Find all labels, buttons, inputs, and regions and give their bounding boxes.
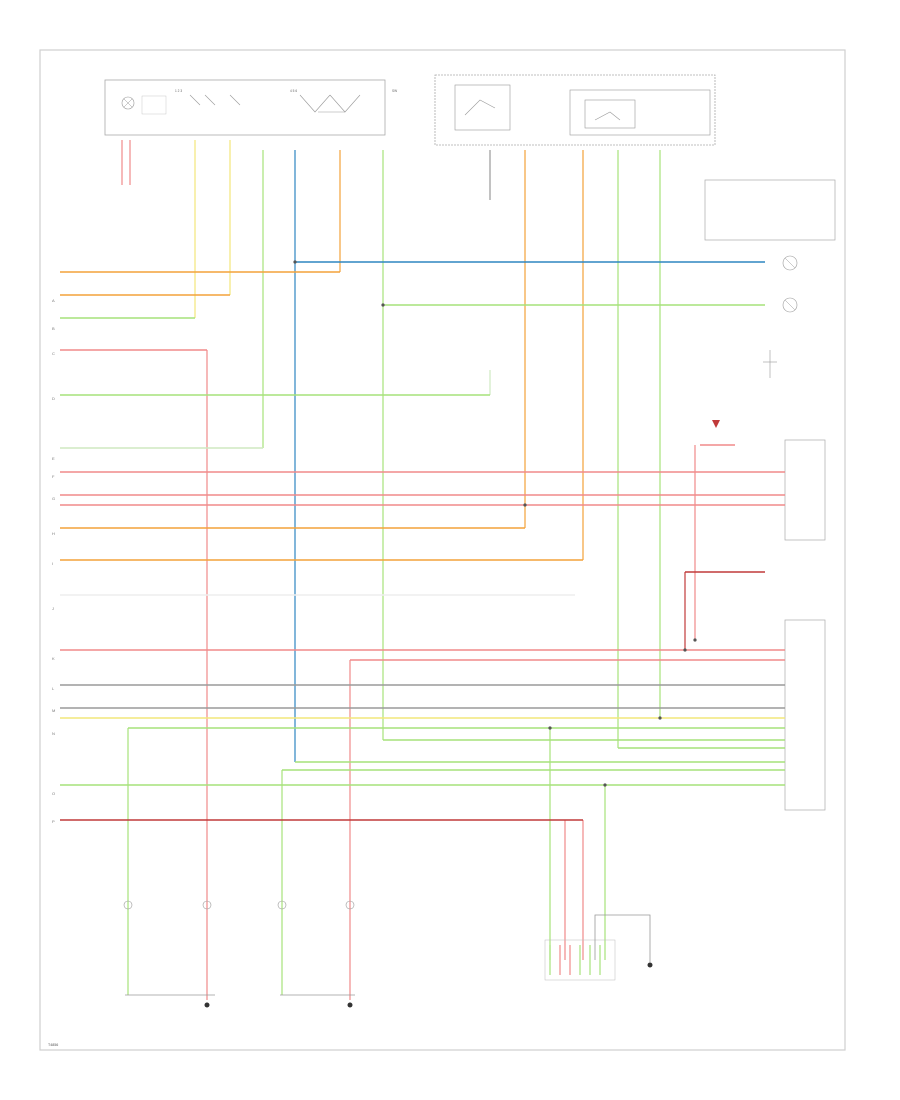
left-marker: K bbox=[52, 656, 55, 661]
right-switch-icon bbox=[763, 350, 777, 378]
left-marker: O bbox=[52, 791, 55, 796]
top-right-connector bbox=[704, 179, 836, 241]
right-lamp-icon-2 bbox=[782, 297, 798, 313]
bottom-lamp-assemblies bbox=[123, 900, 355, 910]
right-module-box-1 bbox=[784, 439, 826, 541]
top-left-switch-box: 1 2 3 4 5 6 bbox=[104, 79, 386, 136]
left-edge-markers: A B C D E F G H I J K L M N O P bbox=[52, 298, 55, 824]
left-marker: E bbox=[52, 456, 55, 461]
switch-contacts-icon bbox=[189, 94, 361, 113]
switch-box-caption: SW bbox=[392, 89, 397, 93]
left-marker: G bbox=[52, 496, 55, 501]
left-marker: C bbox=[52, 351, 55, 356]
left-marker: I bbox=[52, 561, 53, 566]
junction-dots bbox=[293, 260, 697, 787]
left-marker: P bbox=[52, 819, 55, 824]
horizontal-wires bbox=[60, 261, 785, 996]
bottom-connector-block bbox=[544, 939, 616, 981]
vertical-wires bbox=[121, 140, 696, 1000]
left-marker: A bbox=[52, 298, 55, 303]
top-center-relay-box bbox=[434, 74, 716, 146]
left-marker: F bbox=[52, 474, 55, 479]
left-marker: M bbox=[52, 708, 55, 713]
right-lamp-icon-1 bbox=[782, 255, 798, 271]
bottom-right-branch bbox=[594, 914, 651, 962]
bottom-ground-icons bbox=[204, 962, 653, 1008]
left-marker: B bbox=[52, 326, 55, 331]
right-module-box-2 bbox=[784, 619, 826, 811]
left-marker: D bbox=[52, 396, 55, 401]
left-marker: H bbox=[52, 531, 55, 536]
diagram-frame bbox=[39, 49, 846, 1051]
svg-text:4 5 6: 4 5 6 bbox=[290, 89, 297, 93]
left-marker: J bbox=[52, 606, 54, 611]
left-marker: L bbox=[52, 686, 55, 691]
svg-text:1 2 3: 1 2 3 bbox=[175, 89, 182, 93]
lamp-icon bbox=[121, 96, 135, 110]
left-marker: N bbox=[52, 731, 55, 736]
figure-id: T4856 bbox=[48, 1043, 58, 1047]
ground-icon bbox=[712, 420, 720, 428]
